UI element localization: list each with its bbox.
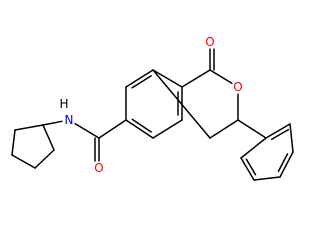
bond-p2-p3 [289, 123, 294, 153]
ring-oxygen-label: O [231, 80, 245, 94]
lactone-carbonyl-oxygen-symbol: O [205, 35, 214, 49]
amide-nitrogen-label-background [62, 113, 76, 127]
ring-oxygen-symbol: O [233, 80, 242, 94]
amide-oxygen-symbol: O [94, 161, 103, 175]
bond-a3-a4 [125, 119, 154, 139]
bond-a2-a3 [152, 119, 183, 139]
bond-c4-c5 [34, 149, 55, 169]
amide-oxygen-label-background [92, 161, 106, 175]
bond-c3-c4 [11, 154, 36, 169]
bond-p1-p2 [265, 123, 291, 139]
amide-nitrogen-label: N [62, 113, 76, 127]
bond-p5-p6-inner [245, 158, 257, 176]
amide-nitrogen-symbol: N [65, 113, 74, 127]
atom-labels-layer: NH O O O [57, 35, 245, 175]
bonds-layer [11, 48, 294, 181]
bond-a5-a6 [125, 69, 154, 88]
bond-p6-p1 [240, 137, 267, 159]
molecule-diagram: NH O O O [11, 35, 294, 181]
bond-p3-p4-inner [277, 153, 289, 173]
bond-ch-ch2 [209, 119, 239, 139]
amide-oxygen-label: O [92, 161, 106, 175]
bond-a6-a1 [152, 69, 183, 88]
bond-c1-c2 [14, 124, 44, 131]
bond-a1-lc [181, 69, 211, 88]
bond-ch-p1 [237, 119, 267, 139]
amide-hydrogen-label: H [57, 97, 71, 111]
bond-p3-p4 [279, 151, 294, 178]
amide-hydrogen-symbol: H [59, 97, 68, 111]
bond-p1-p2-inner [270, 128, 290, 141]
bond-a3-a4-inner [131, 118, 152, 133]
bond-ch2-a6 [152, 69, 211, 139]
lactone-carbonyl-oxygen-label-background [203, 35, 217, 49]
bond-p5-p6 [240, 157, 255, 181]
bond-p4-p5 [253, 176, 281, 181]
ring-oxygen-label-background [231, 80, 245, 94]
bond-cc-a4 [98, 119, 127, 139]
bond-c1-n [42, 120, 63, 126]
bond-c2-c3 [11, 129, 16, 156]
bond-n-cc [74, 122, 100, 139]
bond-c5-c1 [42, 124, 55, 151]
lactone-carbonyl-oxygen-label: O [203, 35, 217, 49]
bond-lc-o3 [209, 69, 233, 85]
amide-hydrogen-label-background [57, 97, 71, 111]
bond-a5-a6-inner [131, 75, 152, 89]
